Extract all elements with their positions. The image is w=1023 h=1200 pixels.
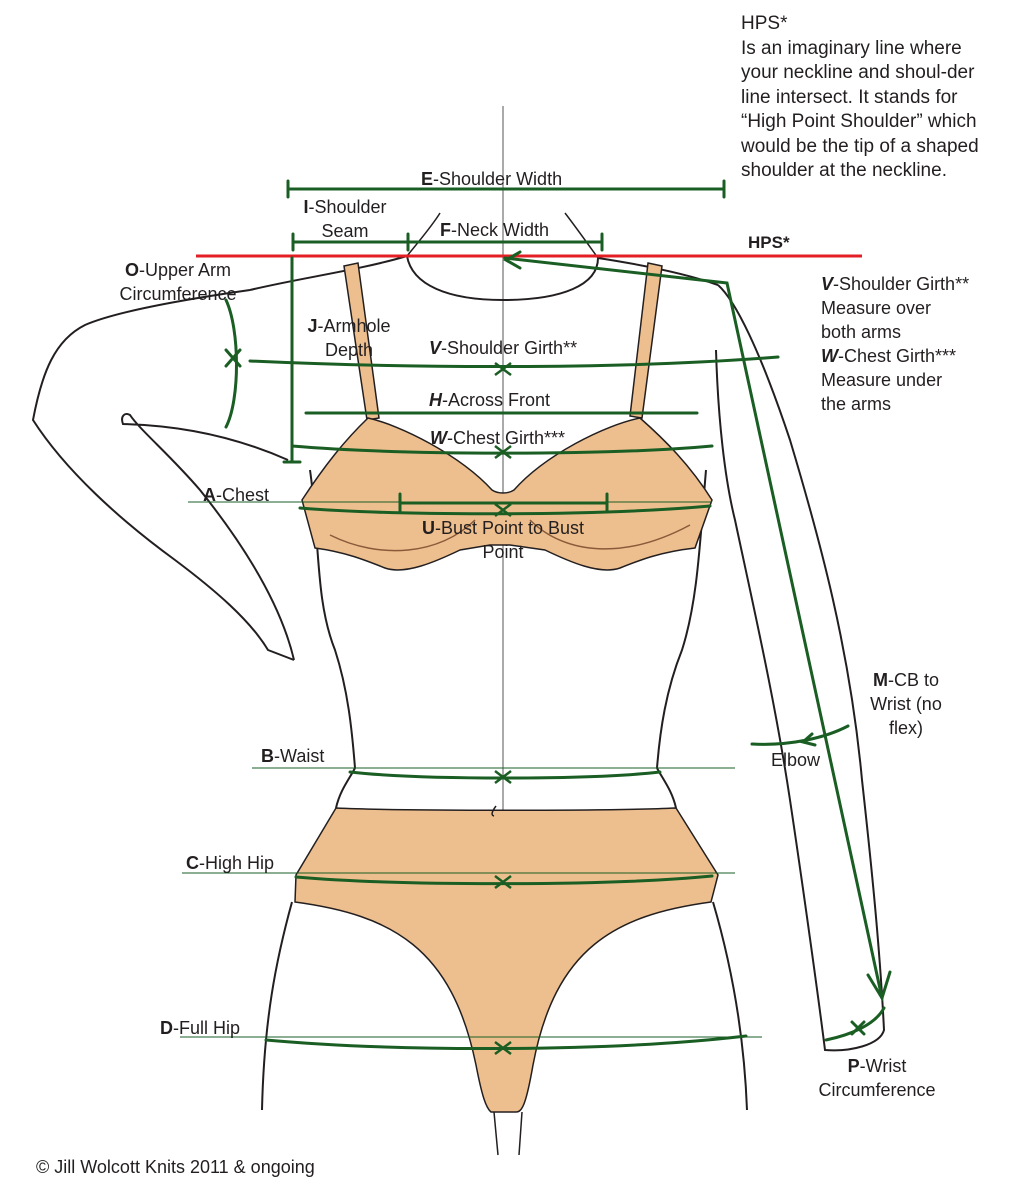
left-shoulder: [249, 255, 408, 291]
wrist-x: [850, 1020, 866, 1036]
elbow-arrow: [799, 732, 817, 747]
label-elbow: Elbow: [771, 750, 821, 770]
elbow-line: [750, 724, 850, 746]
right-leg: [712, 901, 748, 1111]
hps-note-body: Is an imaginary line where your neckline…: [741, 37, 979, 182]
shoulder-girth-line: [248, 355, 780, 369]
hps-note-title: HPS*: [741, 13, 788, 34]
bra: [301, 417, 713, 571]
hps-label: HPS*: [748, 233, 790, 252]
hps-note: HPS* Is an imaginary line where your nec…: [741, 12, 1003, 184]
cb-to-wrist-arrow: [866, 970, 892, 1002]
label-shoulder-width: E-Shoulder Width: [421, 169, 563, 189]
label-full-hip: D-Full Hip: [160, 1018, 241, 1038]
center-marks: [494, 362, 512, 1055]
upper-arm-x: [224, 348, 242, 368]
inner-legs: [493, 1111, 523, 1156]
hip-curve: [335, 767, 677, 809]
label-across-front: H-Across Front: [429, 390, 551, 410]
label-waist: B-Waist: [261, 746, 325, 766]
left-arm-inner: [121, 413, 295, 661]
copyright: © Jill Wolcott Knits 2011 & ongoing: [36, 1157, 315, 1177]
right-bra-strap: [629, 262, 663, 419]
label-chest-girth: W-Chest Girth***: [430, 428, 566, 448]
label-high-hip: C-High Hip: [186, 853, 275, 873]
label-shoulder-girth: V-Shoulder Girth**: [429, 338, 578, 358]
neckline: [406, 255, 599, 302]
left-arm-outer: [31, 289, 295, 661]
label-neck-width: F-Neck Width: [440, 220, 550, 240]
left-bra-strap: [343, 262, 380, 421]
neck-sides: [406, 212, 599, 259]
underwear-bottom: [294, 807, 719, 1113]
cb-to-wrist-line: [503, 256, 884, 1000]
bra-cup-seams: [329, 519, 691, 552]
right-arm-outer: [715, 284, 886, 1052]
chest-line: [298, 504, 712, 516]
upper-arm-circumference: [224, 298, 238, 429]
navel: [491, 805, 497, 817]
hps-arrow: [502, 250, 522, 270]
left-leg: [261, 901, 293, 1111]
label-chest: A-Chest: [203, 485, 270, 505]
